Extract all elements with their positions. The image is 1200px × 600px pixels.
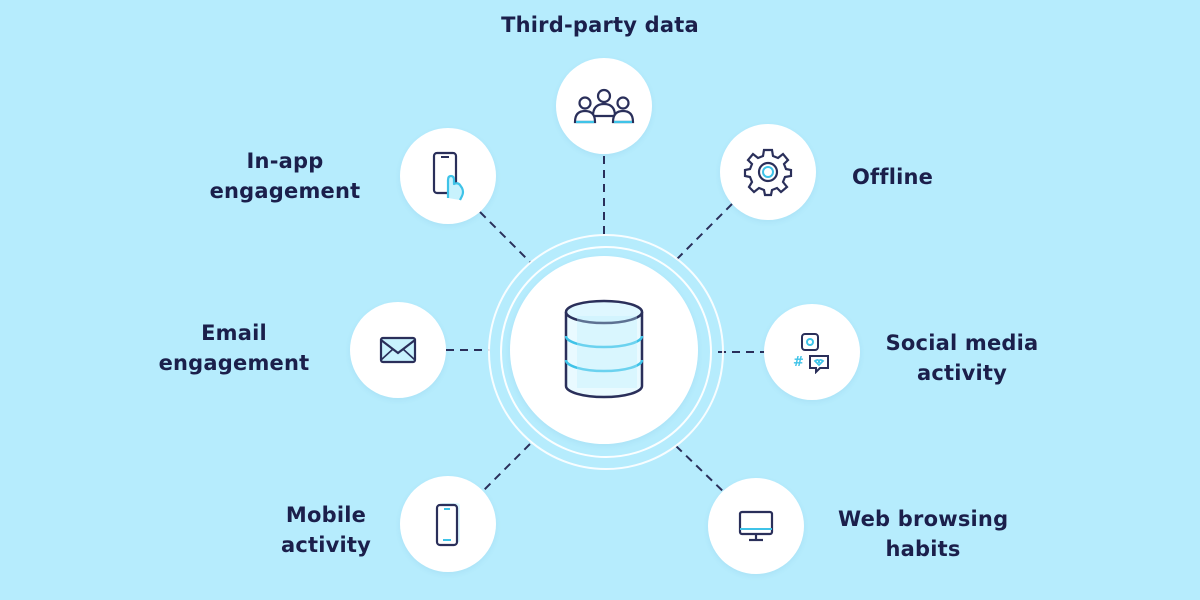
connector-mobile-activity [479, 443, 531, 495]
label-line: Third-party data [501, 13, 699, 37]
node-in-app-engagement [400, 128, 496, 224]
smartphone-icon [435, 503, 460, 547]
label-line: Offline [852, 165, 934, 189]
label-mobile-activity: Mobile activity [276, 500, 376, 560]
people-group-icon [573, 88, 635, 124]
label-line: Mobile [285, 503, 367, 527]
social-chat-icon: # [793, 333, 829, 374]
label-third-party-data: Third-party data [480, 10, 720, 40]
svg-text:#: # [793, 355, 804, 370]
hub-inner-ring [500, 246, 712, 458]
label-line: Social media [885, 331, 1039, 355]
label-social-media-activity: Social media activity [884, 328, 1040, 388]
node-email-engagement [350, 302, 446, 398]
label-offline: Offline [852, 162, 933, 192]
label-line: activity [916, 361, 1008, 385]
envelope-icon [379, 336, 417, 364]
hub-outer-ring [488, 234, 724, 470]
phone-tap-icon [432, 151, 465, 201]
label-line: In-app [246, 149, 324, 173]
node-web-browsing-habits [708, 478, 804, 574]
connector-in-app-engagement [479, 211, 531, 263]
label-web-browsing-habits: Web browsing habits [838, 504, 1008, 564]
node-third-party-data [556, 58, 652, 154]
database-icon [564, 299, 644, 399]
label-line: Web browsing [838, 507, 1009, 531]
label-line: engagement [158, 351, 310, 375]
label-line: habits [885, 537, 961, 561]
label-line: engagement [209, 179, 361, 203]
connector-offline [675, 203, 733, 261]
monitor-icon [738, 510, 774, 542]
label-line: activity [280, 533, 372, 557]
node-offline [720, 124, 816, 220]
label-email-engagement: Email engagement [152, 318, 316, 378]
label-line: Email [201, 321, 267, 345]
hub-node [510, 256, 698, 444]
node-mobile-activity [400, 476, 496, 572]
label-in-app-engagement: In-app engagement [200, 146, 370, 206]
connector-web-browsing-habits [675, 445, 729, 497]
gear-icon [743, 148, 793, 197]
node-social-media-activity: # [764, 304, 860, 400]
